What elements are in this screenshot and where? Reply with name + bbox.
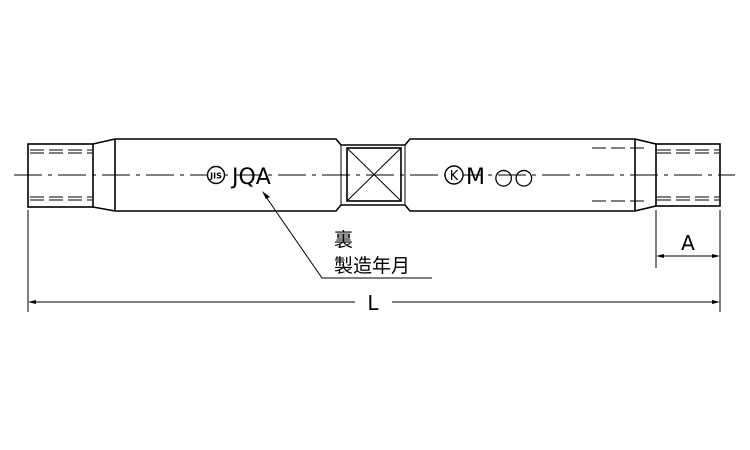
maker-k-mark: K <box>444 165 464 185</box>
dimension-l-label: L <box>367 291 379 315</box>
left-threaded-end <box>27 143 94 208</box>
dimension-arrows <box>28 254 720 304</box>
svg-text:K: K <box>450 169 459 184</box>
part-outline <box>27 138 721 212</box>
dimension-lines <box>27 210 721 312</box>
left-taper <box>92 138 116 212</box>
date-placeholder: ○○ <box>494 165 534 190</box>
jqa-marking: JQA <box>230 165 271 190</box>
date-label: 製造年月 <box>334 255 410 277</box>
back-label: 裏 <box>334 229 353 251</box>
maker-marking: M <box>466 165 485 190</box>
jis-logo: JIS <box>206 165 226 185</box>
body-outline <box>115 138 635 212</box>
leader-arrow-icon <box>262 191 270 199</box>
svg-text:JIS: JIS <box>209 172 222 181</box>
wrench-flat-cross <box>346 147 402 202</box>
right-taper <box>634 138 657 212</box>
dimension-a-label: A <box>681 231 695 255</box>
leader-line <box>263 193 432 279</box>
thread-hidden-lines <box>30 147 719 202</box>
wrench-flat <box>346 147 402 202</box>
